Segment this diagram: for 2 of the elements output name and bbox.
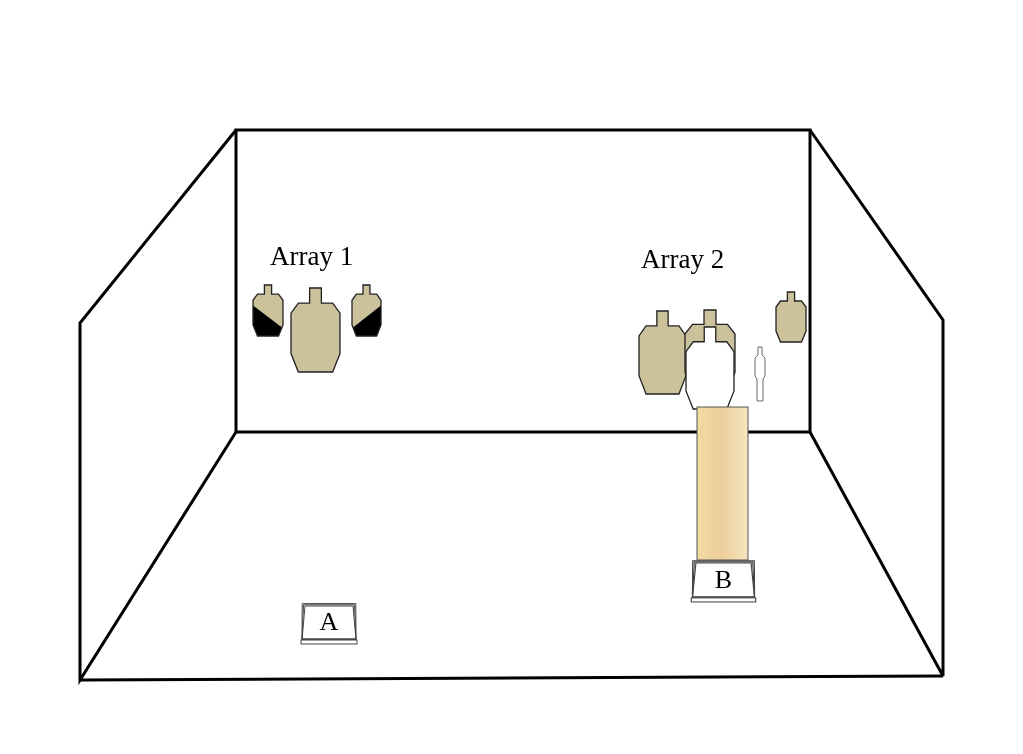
array-label: Array 2 <box>641 246 725 273</box>
array-label: Array 1 <box>270 243 354 270</box>
